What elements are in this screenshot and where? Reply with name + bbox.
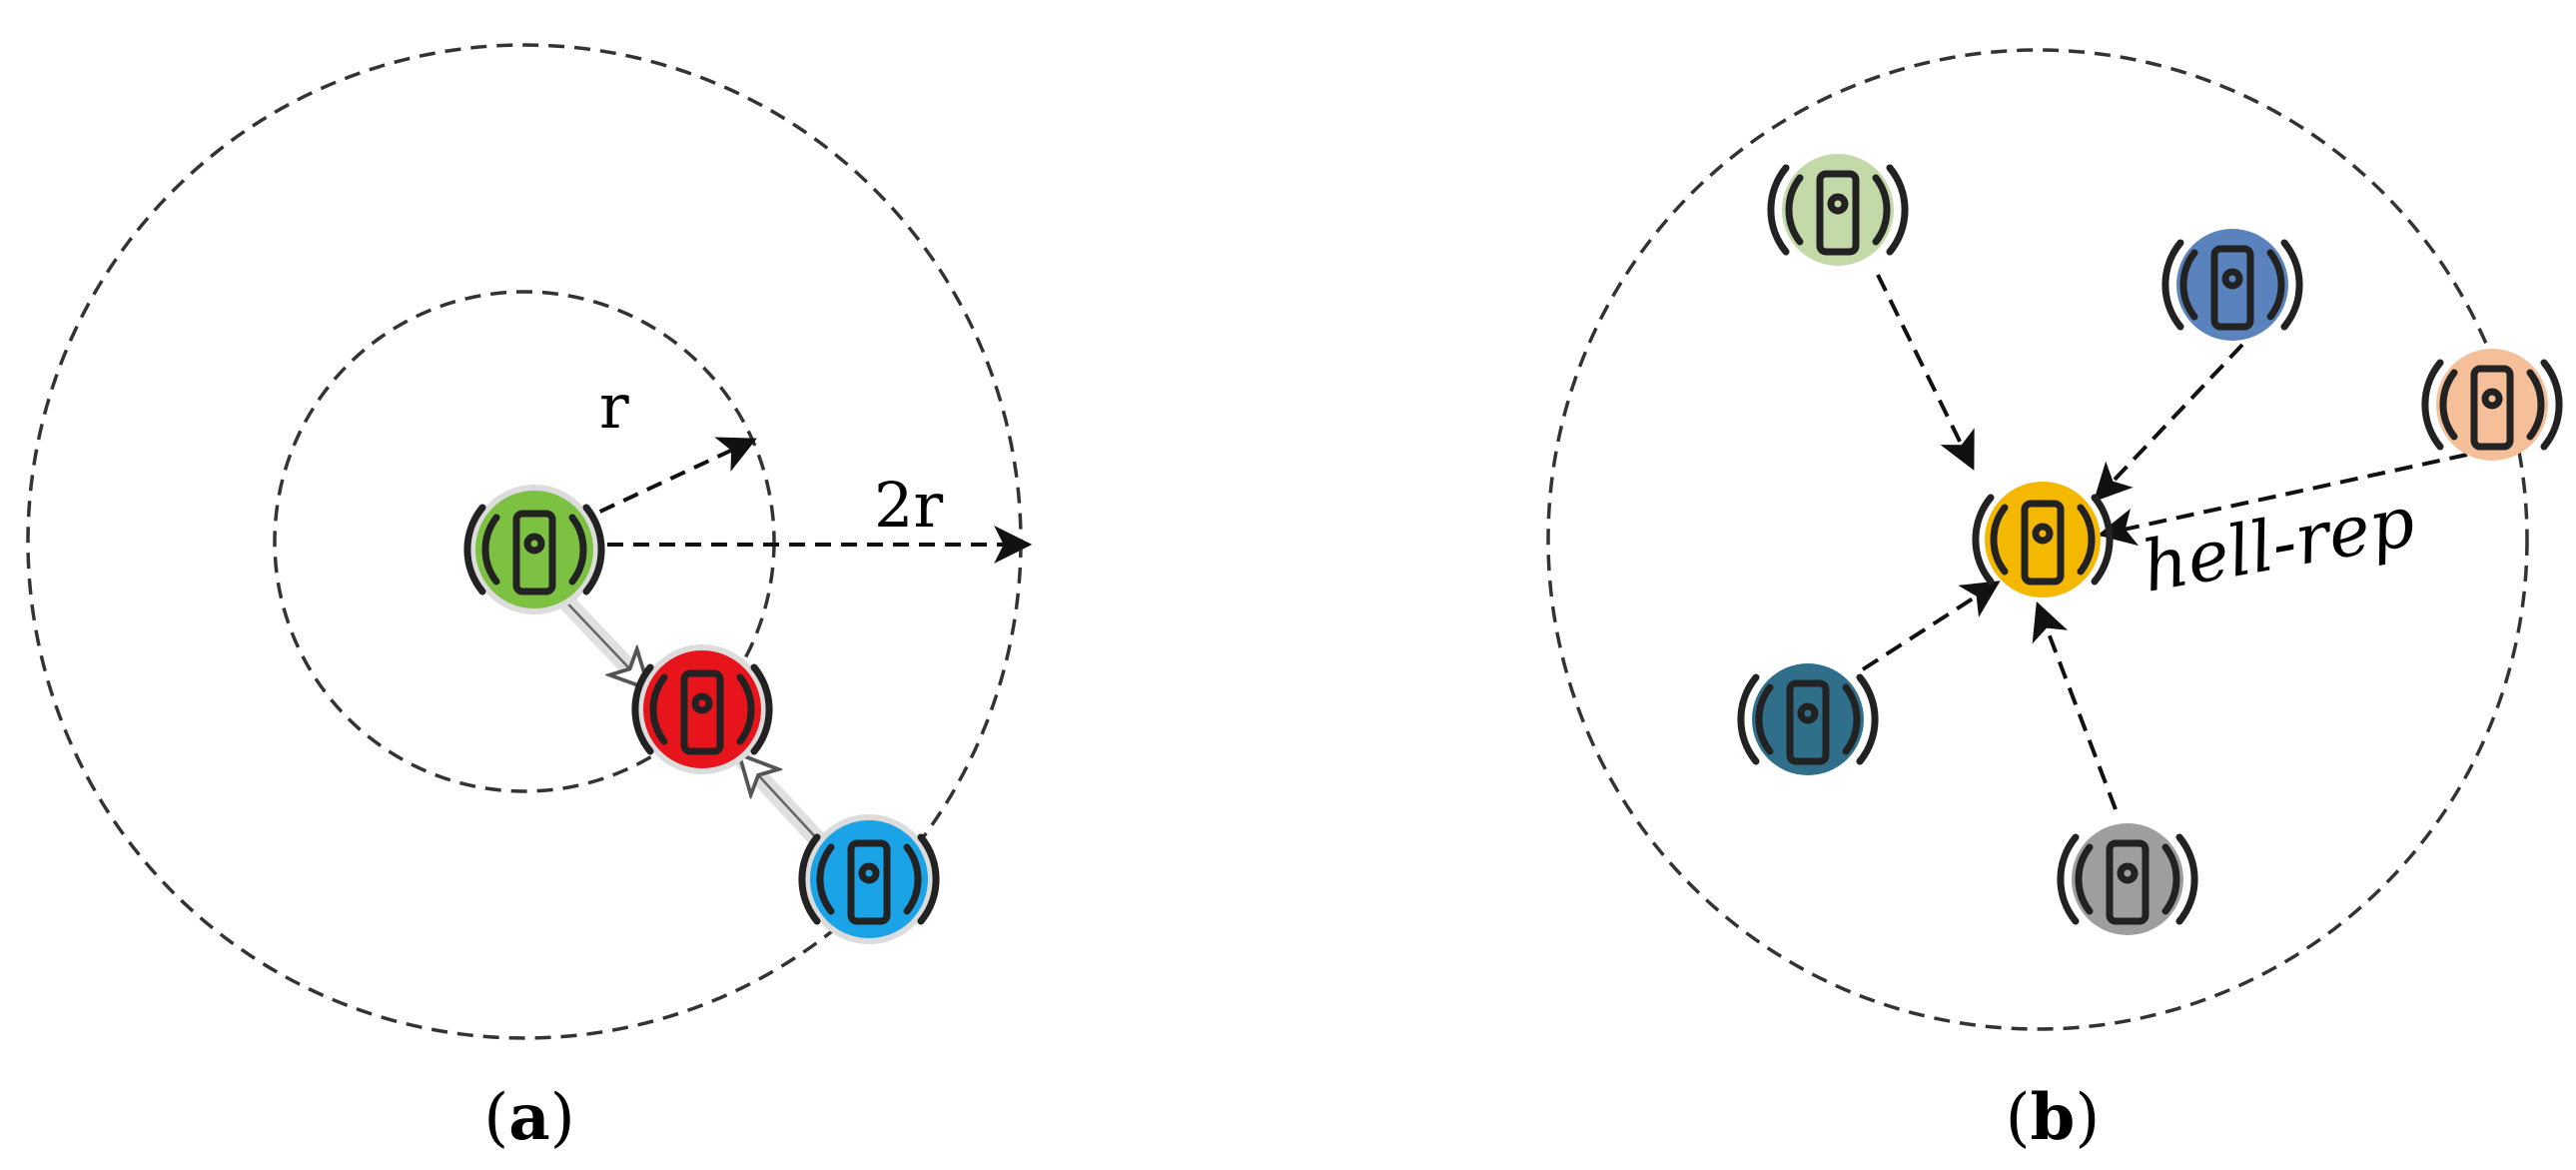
radius-label: r: [599, 370, 629, 443]
sensor-device-icon: [463, 504, 605, 595]
sensor-node-green: [463, 485, 605, 614]
chain-arrow-green-red-edge: [555, 590, 649, 689]
sensor-device-icon: [1767, 164, 1909, 256]
message-arrow-teal: [1861, 581, 2001, 671]
panel-b-label: (b): [2006, 1080, 2101, 1155]
sensor-device-icon: [2161, 239, 2303, 331]
inner-range-circle: [273, 290, 776, 793]
sensor-node-light-green: [1767, 154, 1909, 266]
panel-a-label: (a): [483, 1080, 574, 1155]
neighborhood-circle: [1546, 48, 2529, 1031]
panel-b: hell-rep: [1546, 48, 2563, 1155]
sensor-device-icon: [2421, 359, 2563, 451]
sensor-node-yellow: [1972, 482, 2114, 597]
sensor-node-steel-blue: [2161, 229, 2303, 341]
sensor-device-icon: [1737, 673, 1879, 765]
message-label: hell-rep: [2137, 480, 2421, 607]
message-arrow-gray: [2032, 601, 2118, 810]
message-arrow-light-green: [1876, 274, 1975, 471]
sensor-node-teal: [1737, 663, 1879, 775]
sensor-device-icon: [1972, 494, 2114, 585]
sensor-node-gray: [2057, 823, 2198, 935]
sensor-node-peach: [2421, 349, 2563, 461]
sensor-device-icon: [798, 833, 940, 925]
double-radius-label: 2r: [874, 469, 943, 542]
sensor-node-red: [631, 644, 773, 774]
message-arrow-steel-blue: [2093, 343, 2244, 503]
sensor-node-blue: [798, 814, 940, 944]
panel-a: r 2r: [26, 43, 1033, 1155]
sensor-device-icon: [631, 663, 773, 755]
sensor-device-icon: [2057, 833, 2198, 925]
message-arrow-peach: [2097, 453, 2468, 547]
